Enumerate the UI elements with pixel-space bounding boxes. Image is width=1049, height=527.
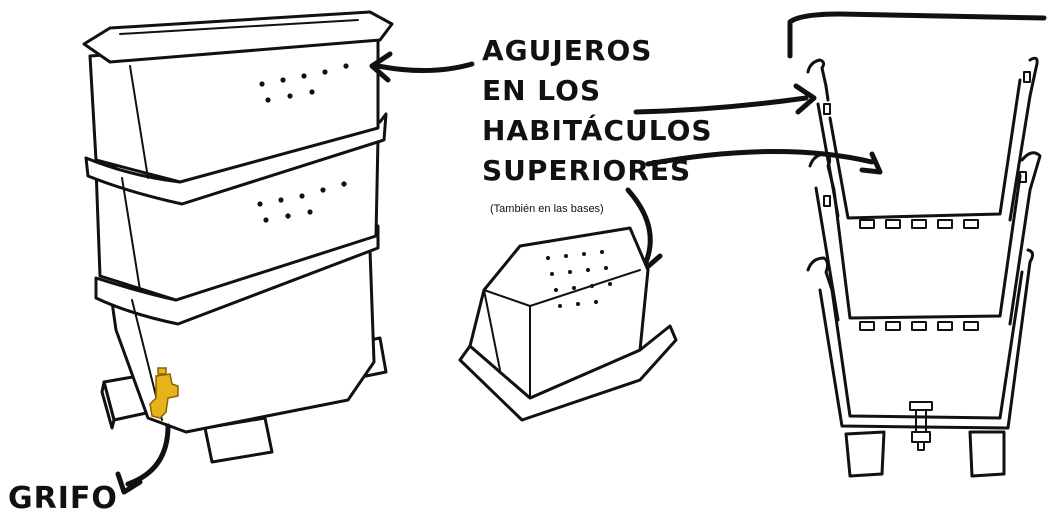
- holes-label: AGUJEROS EN LOS HABITÁCULOS SUPERIORES (…: [482, 34, 713, 215]
- holes-label-line2: EN LOS: [482, 74, 601, 107]
- bin-base: [460, 228, 676, 420]
- top-floor-slots: [860, 220, 978, 228]
- arrow-to-section-top: [636, 98, 806, 112]
- tap-label: GRIFO: [8, 481, 118, 516]
- stacked-bins: [84, 12, 392, 462]
- holes-label-line4: SUPERIORES: [482, 154, 691, 187]
- holes-label-line1: AGUJEROS: [482, 34, 652, 67]
- holes-label-line3: HABITÁCULOS: [482, 113, 713, 147]
- tap-arrow: [128, 426, 168, 484]
- arrow-to-bin: [378, 64, 472, 71]
- cross-section: [790, 14, 1044, 476]
- middle-floor-slots: [860, 322, 978, 330]
- holes-note: (También en las bases): [490, 203, 604, 215]
